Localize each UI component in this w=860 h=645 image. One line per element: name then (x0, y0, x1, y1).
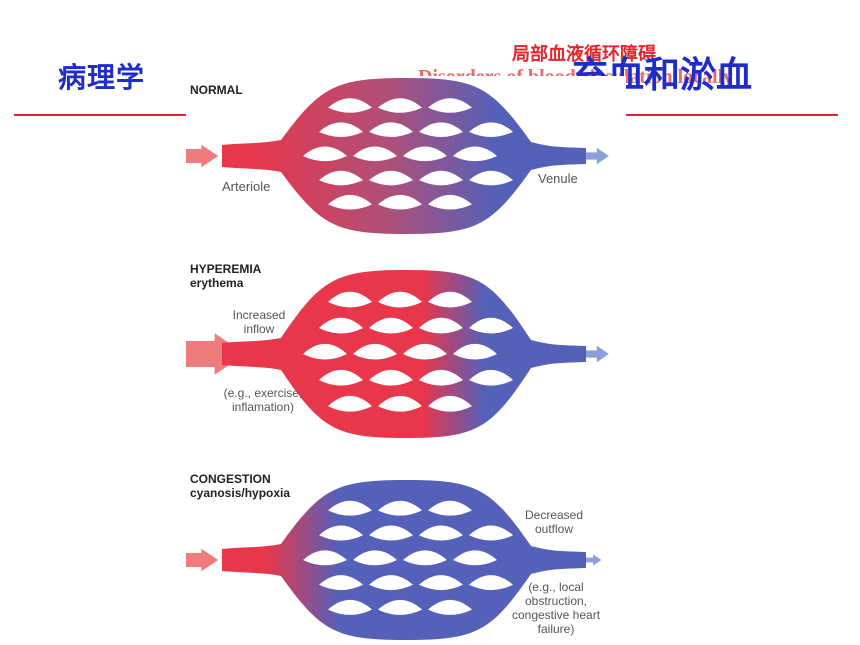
subtitle-chinese: 局部血液循环障碍 (512, 44, 656, 65)
congestion-capillary-gap (328, 599, 372, 615)
increased-inflow-note: Increased inflow (232, 308, 286, 336)
hyperemia-vessel-network (186, 270, 609, 438)
normal-capillary-gap (469, 122, 513, 137)
decreased-outflow-note: Decreased outflow (524, 508, 584, 536)
normal-capillary-gap (469, 170, 513, 186)
congestion-capillary-gap (303, 550, 347, 566)
normal-capillary-gap (369, 170, 413, 186)
panel-title-hyperemia: HYPEREMIA (190, 262, 262, 276)
normal-capillary-gap (369, 122, 413, 137)
hyperemia-capillary-gap (303, 343, 347, 360)
hyperemia-capillary-gap (319, 369, 363, 386)
course-title: 病理学 (58, 61, 146, 94)
normal-vessel-network (186, 78, 609, 234)
hyperemia-capillary-gap (378, 291, 422, 308)
hyperemia-capillary-gap (428, 291, 472, 308)
normal-capillary-gap (419, 170, 463, 186)
hyperemia-capillary-gap (453, 343, 497, 360)
normal-capillary-gap (319, 122, 363, 137)
hyperemia-causes-note: (e.g., exercise, inflamation) (223, 386, 303, 414)
hyperemia-capillary-gap (469, 369, 513, 386)
diagram-graphics (186, 78, 609, 640)
congestion-capillary-gap (328, 500, 372, 516)
congestion-capillary-gap (469, 575, 513, 591)
panel-subtitle-hyperemia: erythema (190, 276, 244, 290)
normal-capillary-gap (453, 146, 497, 162)
hyperemia-capillary-gap (428, 395, 472, 412)
congestion-capillary-gap (319, 575, 363, 591)
hyperemia-capillary-gap (403, 343, 447, 360)
hyperemia-capillary-gap (353, 343, 397, 360)
normal-capillary-gap (403, 146, 447, 162)
panel-title-congestion: CONGESTION (190, 472, 271, 486)
congestion-capillary-gap (369, 575, 413, 591)
normal-capillary-gap (328, 194, 372, 210)
hyperemia-inflow-arrow (186, 333, 246, 375)
venule-label: Venule (538, 171, 578, 186)
congestion-outflow-arrow (586, 554, 602, 566)
hyperemia-capillary-gap (328, 395, 372, 412)
congestion-capillary-gap (319, 525, 363, 541)
vessel-diagram: NORMAL Arteriole Venule HYPEREMIA erythe… (186, 76, 626, 645)
hyperemia-capillary-gap (328, 291, 372, 308)
normal-capillary-gap (428, 194, 472, 210)
congestion-causes-note: (e.g., local obstruction, congestive hea… (511, 580, 601, 636)
congestion-capillary-gap (369, 525, 413, 541)
normal-capillary-gap (319, 170, 363, 186)
header-rule-right (622, 114, 838, 116)
congestion-inflow-arrow (186, 548, 219, 572)
congestion-capillary-gap (428, 599, 472, 615)
panel-subtitle-congestion: cyanosis/hypoxia (190, 486, 291, 500)
congestion-vessel-network (186, 480, 602, 640)
normal-outflow-arrow (586, 147, 609, 165)
congestion-capillary-gap (353, 550, 397, 566)
hyperemia-capillary-gap (419, 317, 463, 334)
hyperemia-capillary-gap (469, 317, 513, 334)
arteriole-label: Arteriole (222, 179, 271, 194)
normal-capillary-gap (378, 194, 422, 210)
congestion-capillary-gap (378, 500, 422, 516)
congestion-capillary-gap (469, 525, 513, 541)
normal-capillary-gap (378, 98, 422, 113)
congestion-capillary-gap (428, 500, 472, 516)
congestion-capillary-gap (403, 550, 447, 566)
normal-capillary-gap (419, 122, 463, 137)
normal-capillary-gap (428, 98, 472, 113)
hyperemia-capillary-gap (378, 395, 422, 412)
header-rule-left (14, 114, 202, 116)
hyperemia-capillary-gap (319, 317, 363, 334)
hyperemia-outflow-arrow (586, 345, 609, 363)
congestion-capillary-gap (419, 575, 463, 591)
normal-capillary-gap (303, 146, 347, 162)
congestion-capillary-gap (419, 525, 463, 541)
normal-capillary-gap (328, 98, 372, 113)
hyperemia-capillary-gap (419, 369, 463, 386)
normal-capillary-gap (353, 146, 397, 162)
hyperemia-capillary-gap (369, 369, 413, 386)
congestion-capillary-gap (378, 599, 422, 615)
panel-title-normal: NORMAL (190, 83, 243, 97)
normal-inflow-arrow (186, 144, 219, 168)
hyperemia-capillary-gap (369, 317, 413, 334)
congestion-capillary-gap (453, 550, 497, 566)
